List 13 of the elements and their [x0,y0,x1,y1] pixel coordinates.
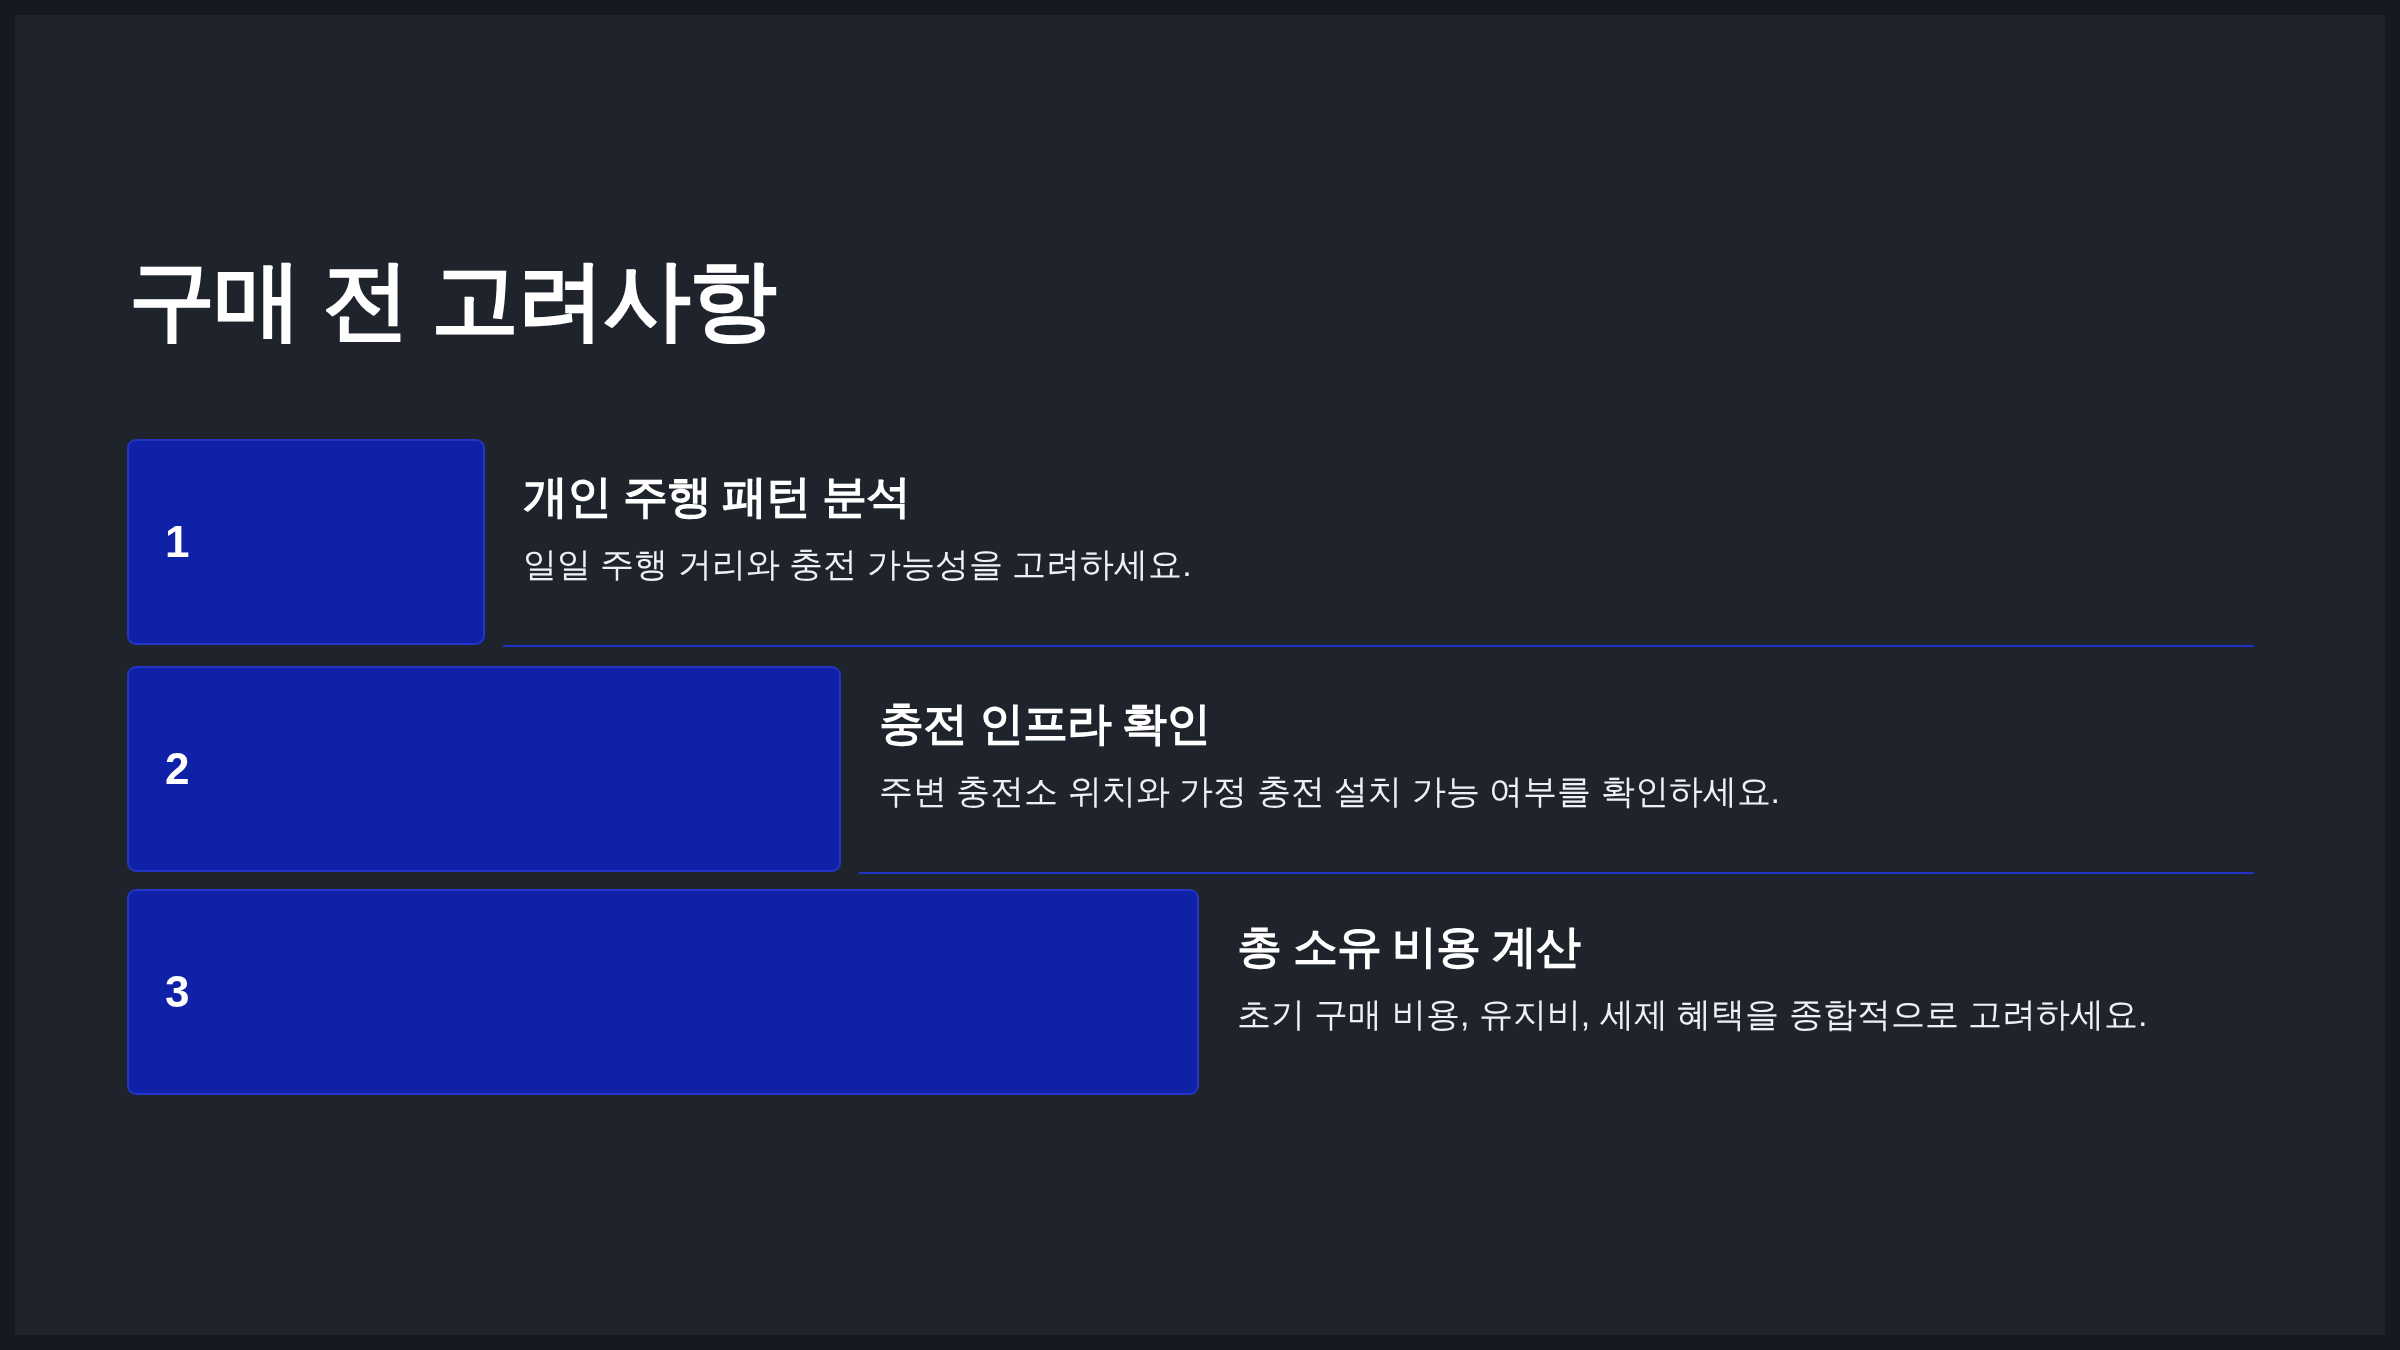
step-description: 초기 구매 비용, 유지비, 세제 혜택을 종합적으로 고려하세요. [1237,994,2148,1036]
step-heading: 총 소유 비용 계산 [1237,920,1580,974]
step-description: 일일 주행 거리와 충전 가능성을 고려하세요. [523,544,1192,586]
step-number: 3 [165,970,190,1014]
step-heading: 개인 주행 패턴 분석 [523,470,910,524]
step-number: 2 [165,747,190,791]
step-box [127,889,1199,1095]
slide-title: 구매 전 고려사항 [128,249,775,351]
step-heading: 충전 인프라 확인 [879,697,1210,751]
step-description: 주변 충전소 위치와 가정 충전 설치 가능 여부를 확인하세요. [879,771,1781,813]
step-number: 1 [165,520,190,564]
step-box [127,439,485,645]
step-box [127,666,841,872]
